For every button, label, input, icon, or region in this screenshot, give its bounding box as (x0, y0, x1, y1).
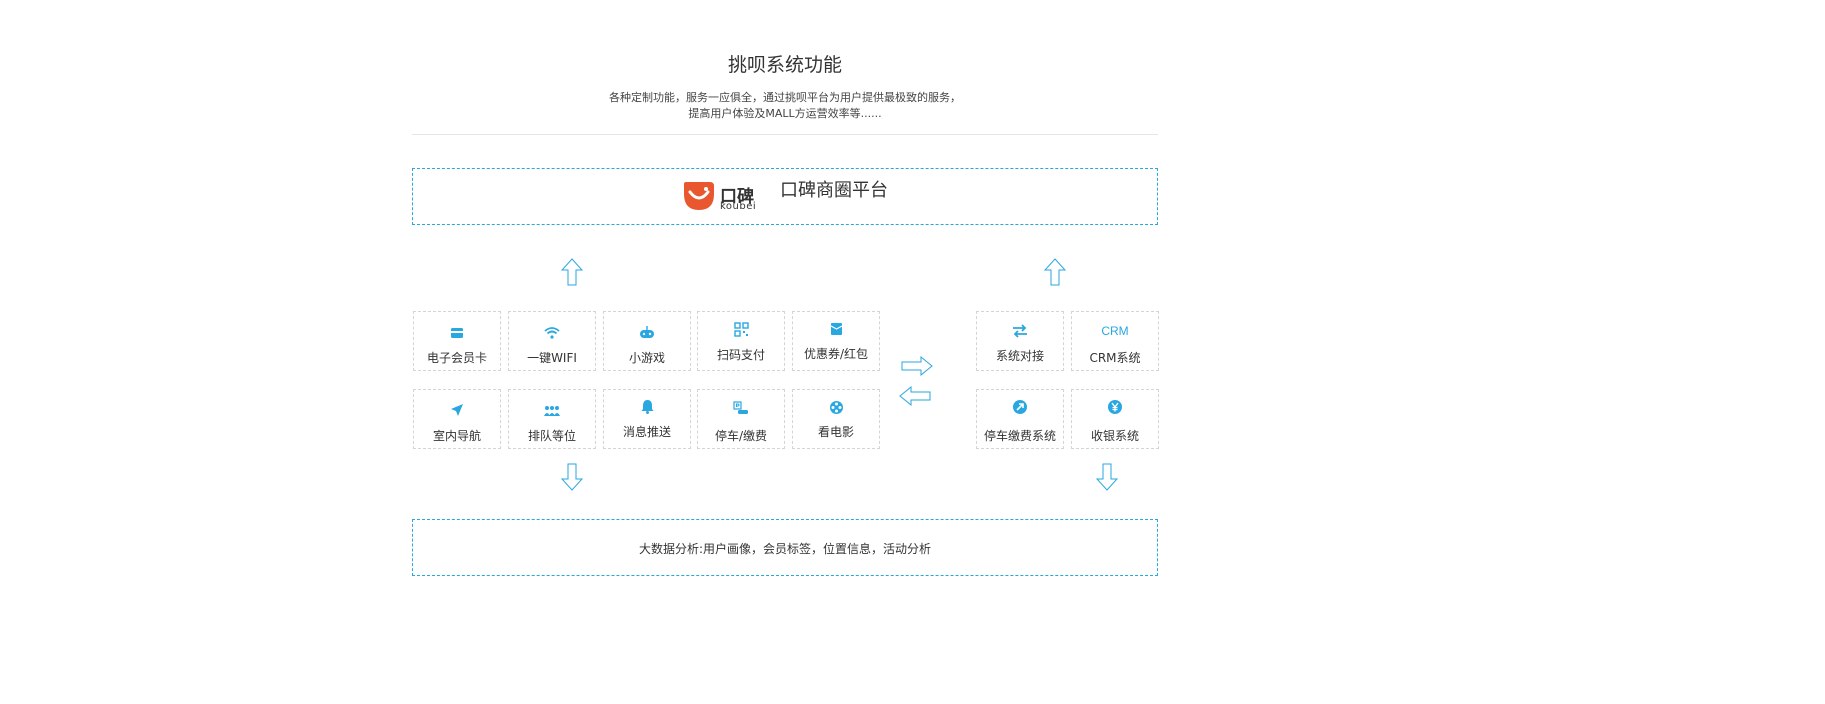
feature-wifi[interactable]: 一键WIFI (508, 311, 596, 371)
feature-label: 小游戏 (628, 351, 665, 365)
navigation-icon (414, 402, 500, 420)
arrow-down-icon (1096, 463, 1118, 491)
koubei-logo-icon (684, 182, 714, 210)
analytics-box: 大数据分析:用户画像，会员标签，位置信息，活动分析 (412, 519, 1158, 576)
arrow-left-icon (899, 386, 931, 406)
feature-coupon[interactable]: 优惠券/红包 (792, 311, 880, 371)
feature-movie[interactable]: 看电影 (792, 389, 880, 449)
feature-label: 看电影 (817, 425, 854, 439)
gamepad-icon (604, 324, 690, 342)
feature-label: 收银系统 (1090, 429, 1139, 443)
feature-mini-game[interactable]: 小游戏 (603, 311, 691, 371)
feature-label: 优惠券/红包 (803, 347, 869, 361)
feature-label: 电子会员卡 (426, 351, 487, 365)
qrcode-icon (698, 322, 784, 340)
logo-en-text: koubei (720, 201, 757, 212)
subtitle-line-2: 提高用户体验及MALL方运营效率等...... (688, 107, 882, 120)
feature-label: 一键WIFI (527, 351, 577, 365)
feature-cashier[interactable]: 收银系统 (1071, 389, 1159, 449)
parking-pay-icon (977, 399, 1063, 417)
feature-parking[interactable]: 停车/缴费 (697, 389, 785, 449)
film-icon (793, 400, 879, 418)
card-icon (414, 324, 500, 342)
queue-icon (509, 402, 595, 420)
feature-label: CRM系统 (1089, 351, 1141, 365)
feature-indoor-nav[interactable]: 室内导航 (413, 389, 501, 449)
subtitle-line-1: 各种定制功能，服务一应俱全，通过挑呗平台为用户提供最极致的服务， (609, 91, 961, 104)
page-subtitle: 各种定制功能，服务一应俱全，通过挑呗平台为用户提供最极致的服务， 提高用户体验及… (0, 90, 1570, 122)
feature-label: 停车/缴费 (714, 429, 768, 443)
wifi-icon (509, 324, 595, 342)
parking-icon (698, 400, 784, 418)
feature-label: 扫码支付 (716, 348, 765, 362)
divider (412, 134, 1158, 135)
feature-message-push[interactable]: 消息推送 (603, 389, 691, 449)
feature-label: 排队等位 (527, 429, 576, 443)
feature-parking-payment[interactable]: 停车缴费系统 (976, 389, 1064, 449)
platform-box (412, 168, 1158, 225)
platform-name: 口碑商圈平台 (780, 180, 888, 201)
arrow-right-icon (901, 356, 933, 376)
feature-e-member-card[interactable]: 电子会员卡 (413, 311, 501, 371)
bell-icon (604, 399, 690, 417)
feature-crm[interactable]: CRM CRM系统 (1071, 311, 1159, 371)
feature-label: 停车缴费系统 (983, 429, 1056, 443)
feature-label: 系统对接 (995, 349, 1044, 363)
page-title: 挑呗系统功能 (727, 54, 842, 76)
feature-queue[interactable]: 排队等位 (508, 389, 596, 449)
arrow-down-icon (561, 463, 583, 491)
feature-system-integration[interactable]: 系统对接 (976, 311, 1064, 371)
feature-scan-pay[interactable]: 扫码支付 (697, 311, 785, 371)
yen-icon (1072, 399, 1158, 417)
arrow-up-icon (1044, 258, 1066, 286)
feature-label: 室内导航 (432, 429, 481, 443)
logo-cn-text: 口碑 (720, 187, 754, 207)
exchange-icon (977, 323, 1063, 341)
crm-icon-text: CRM (1101, 324, 1129, 338)
analytics-text: 大数据分析:用户画像，会员标签，位置信息，活动分析 (638, 542, 932, 556)
arrow-up-icon (561, 258, 583, 286)
coupon-icon (793, 321, 879, 339)
feature-label: 消息推送 (622, 425, 671, 439)
